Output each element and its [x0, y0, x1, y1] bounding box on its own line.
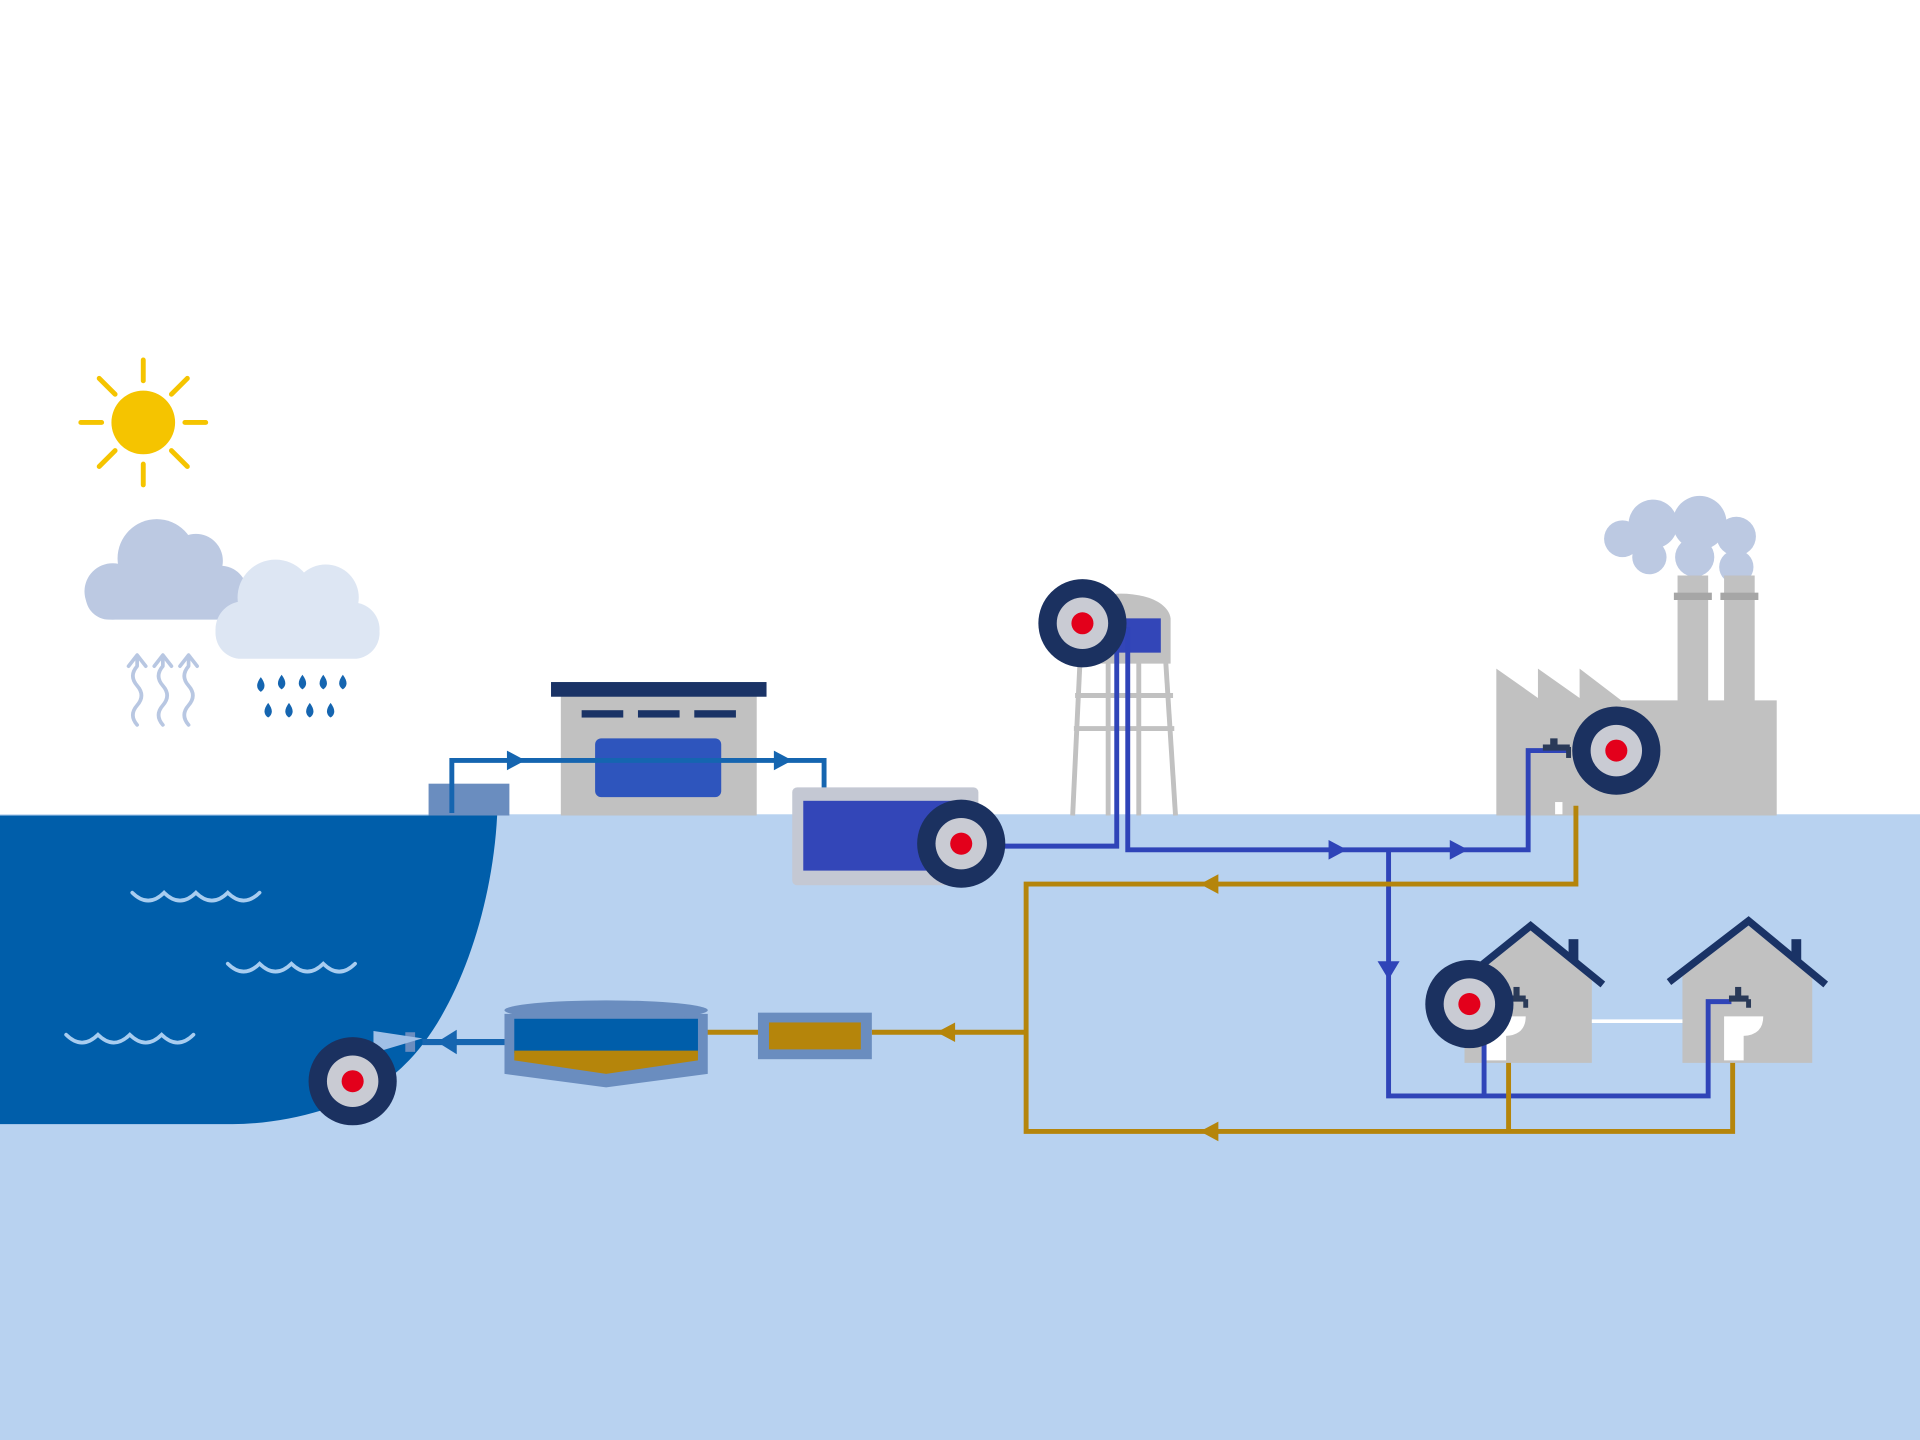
- water-intake-icon: [428, 783, 510, 816]
- sewage-treatment-tank-icon: [504, 1000, 708, 1088]
- flow-arrow-icon: [773, 750, 793, 771]
- rain-drops-icon: [257, 674, 347, 718]
- factory-tap-hotspot[interactable]: [1572, 706, 1661, 795]
- target-marker-icon: [917, 799, 1006, 888]
- sky: [0, 0, 1920, 816]
- wastewater-outfall-hotspot[interactable]: [308, 1037, 397, 1126]
- factory-outlet: [1555, 802, 1563, 815]
- sun-icon: [78, 357, 209, 488]
- flow-arrow-icon: [506, 750, 526, 771]
- waves-icon: [64, 890, 357, 1045]
- tap-icon: [1728, 986, 1752, 1008]
- intake-pipe: [449, 757, 827, 814]
- outfall-spout: [373, 1031, 423, 1054]
- house-icon: [1666, 916, 1829, 1063]
- target-marker-icon: [1038, 579, 1127, 668]
- flow-arrow-icon: [1200, 1121, 1219, 1142]
- target-marker-icon: [1425, 960, 1514, 1049]
- flow-arrow-icon: [1200, 874, 1219, 894]
- target-marker-icon: [308, 1037, 397, 1126]
- tap-icon: [1508, 986, 1529, 1008]
- house-tap-hotspot[interactable]: [1425, 960, 1514, 1049]
- target-marker-icon: [1572, 706, 1661, 795]
- flow-arrow-icon: [1377, 961, 1400, 980]
- treatment-plant-icon: [551, 682, 767, 816]
- flow-arrow-icon: [437, 1029, 457, 1055]
- flow-arrow-icon: [1449, 840, 1469, 860]
- evaporation-arrows-icon: [126, 653, 199, 727]
- tap-icon: [1542, 738, 1572, 758]
- flow-arrow-icon: [1328, 840, 1347, 860]
- reservoir-pump-hotspot[interactable]: [917, 799, 1006, 888]
- cloud-icon: [215, 559, 380, 659]
- flow-arrow-icon: [936, 1022, 956, 1043]
- screening-box-icon: [757, 1012, 872, 1060]
- water-tower-hotspot[interactable]: [1038, 579, 1127, 668]
- cloud-icon: [84, 519, 248, 620]
